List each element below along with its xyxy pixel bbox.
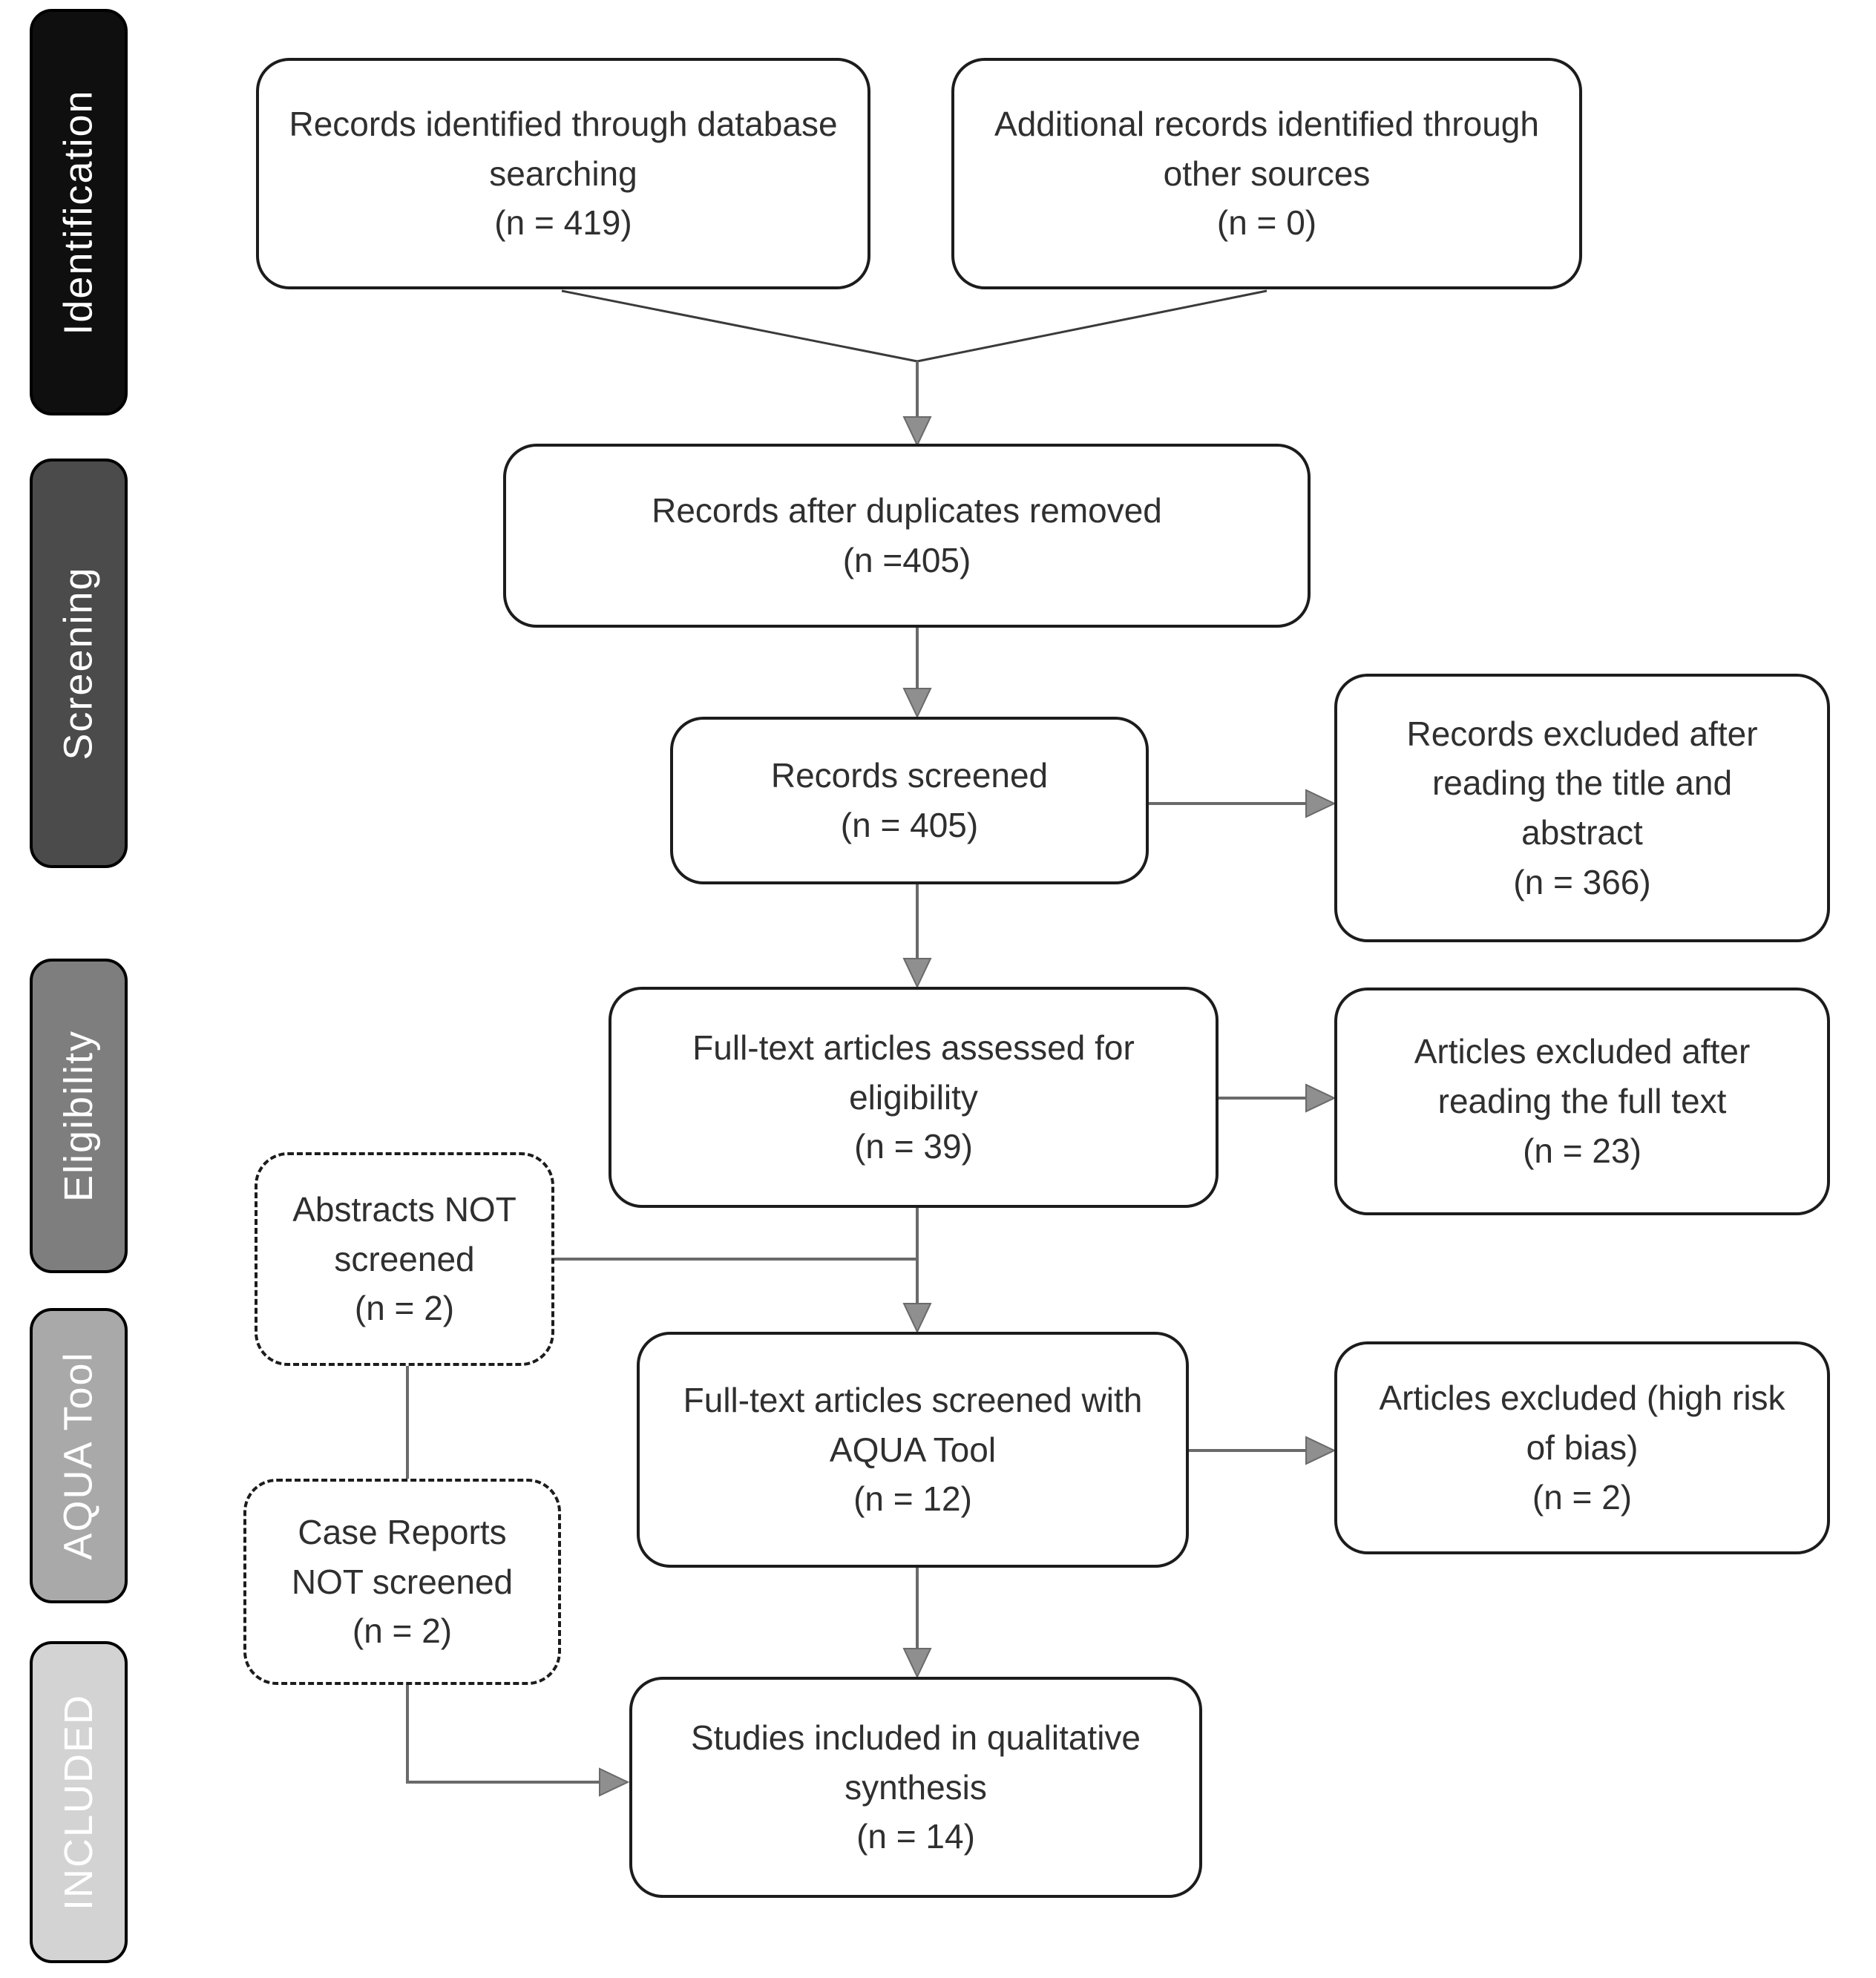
- stage-screening: Screening: [30, 459, 128, 868]
- arrowhead-excluded-title: [1305, 789, 1337, 818]
- stage-aqua-tool-label: AQUA Tool: [56, 1351, 101, 1560]
- line-other-to-merge: [916, 289, 1267, 363]
- stage-screening-label: Screening: [56, 566, 102, 760]
- box-fulltext-aqua-screened: Full-text articles screened with AQUA To…: [637, 1332, 1189, 1568]
- box-excluded-fulltext: Articles excluded after reading the full…: [1334, 988, 1830, 1215]
- box-excluded-title-abstract: Records excluded after reading the title…: [1334, 674, 1830, 942]
- box-records-identified-other: Additional records identified through ot…: [951, 58, 1582, 289]
- box-excluded-high-risk-bias-count: (n = 2): [1532, 1477, 1633, 1517]
- box-records-after-duplicates-label: Records after duplicates removed: [652, 491, 1162, 530]
- box-abstracts-not-screened-label: Abstracts NOT screened: [292, 1189, 516, 1278]
- stage-identification: Identification: [30, 9, 128, 415]
- line-casereports-to-included: [406, 1685, 601, 1784]
- box-studies-included-label: Studies included in qualitative synthesi…: [690, 1718, 1141, 1807]
- box-excluded-title-abstract-count: (n = 366): [1513, 862, 1651, 901]
- box-records-screened: Records screened (n = 405): [670, 717, 1149, 884]
- box-records-screened-count: (n = 405): [840, 806, 979, 844]
- arrowhead-screened: [902, 688, 932, 719]
- stage-included: INCLUDED: [30, 1641, 128, 1963]
- stage-eligibility: Eligibility: [30, 959, 128, 1273]
- box-fulltext-assessed-label: Full-text articles assessed for eligibil…: [692, 1028, 1135, 1117]
- box-excluded-title-abstract-label: Records excluded after reading the title…: [1406, 714, 1758, 852]
- arrowhead-excluded-bias: [1305, 1436, 1337, 1465]
- box-excluded-fulltext-count: (n = 23): [1523, 1131, 1642, 1170]
- arrowhead-aqua: [902, 1303, 932, 1334]
- box-studies-included: Studies included in qualitative synthesi…: [629, 1677, 1202, 1898]
- stage-identification-label: Identification: [56, 89, 102, 335]
- arrowhead-excluded-fulltext: [1305, 1083, 1337, 1113]
- box-abstracts-not-screened-count: (n = 2): [354, 1289, 455, 1328]
- stage-aqua-tool: AQUA Tool: [30, 1308, 128, 1603]
- box-fulltext-assessed-count: (n = 39): [854, 1127, 973, 1166]
- box-case-reports-not-screened-count: (n = 2): [352, 1611, 453, 1651]
- line-db-to-merge: [561, 289, 918, 363]
- box-records-identified-db: Records identified through database sear…: [256, 58, 870, 289]
- box-excluded-high-risk-bias: Articles excluded (high risk of bias) (n…: [1334, 1341, 1830, 1554]
- box-records-identified-other-count: (n = 0): [1216, 203, 1317, 243]
- box-case-reports-not-screened: Case Reports NOT screened (n = 2): [243, 1479, 561, 1685]
- box-records-identified-other-label: Additional records identified through ot…: [994, 104, 1539, 193]
- box-abstracts-not-screened: Abstracts NOT screened (n = 2): [255, 1152, 554, 1366]
- stage-eligibility-label: Eligibility: [56, 1029, 102, 1203]
- box-records-after-duplicates: Records after duplicates removed (n =405…: [503, 444, 1311, 628]
- box-records-identified-db-count: (n = 419): [494, 203, 632, 243]
- box-records-screened-label: Records screened: [770, 756, 1049, 795]
- box-fulltext-aqua-screened-count: (n = 12): [853, 1479, 972, 1519]
- box-fulltext-aqua-screened-label: Full-text articles screened with AQUA To…: [683, 1380, 1143, 1469]
- arrowhead-duplicates: [902, 416, 932, 447]
- arrowhead-included: [902, 1648, 932, 1679]
- box-excluded-high-risk-bias-label: Articles excluded (high risk of bias): [1379, 1379, 1785, 1468]
- arrowhead-assessed: [902, 958, 932, 989]
- box-fulltext-assessed: Full-text articles assessed for eligibil…: [609, 987, 1219, 1208]
- box-case-reports-not-screened-label: Case Reports NOT screened: [291, 1512, 514, 1601]
- box-excluded-fulltext-label: Articles excluded after reading the full…: [1414, 1032, 1751, 1121]
- box-studies-included-count: (n = 14): [856, 1817, 975, 1856]
- stage-included-label: INCLUDED: [56, 1693, 102, 1911]
- box-records-after-duplicates-count: (n =405): [842, 541, 971, 579]
- arrowhead-casereports-included: [599, 1767, 630, 1797]
- box-records-identified-db-label: Records identified through database sear…: [289, 104, 838, 193]
